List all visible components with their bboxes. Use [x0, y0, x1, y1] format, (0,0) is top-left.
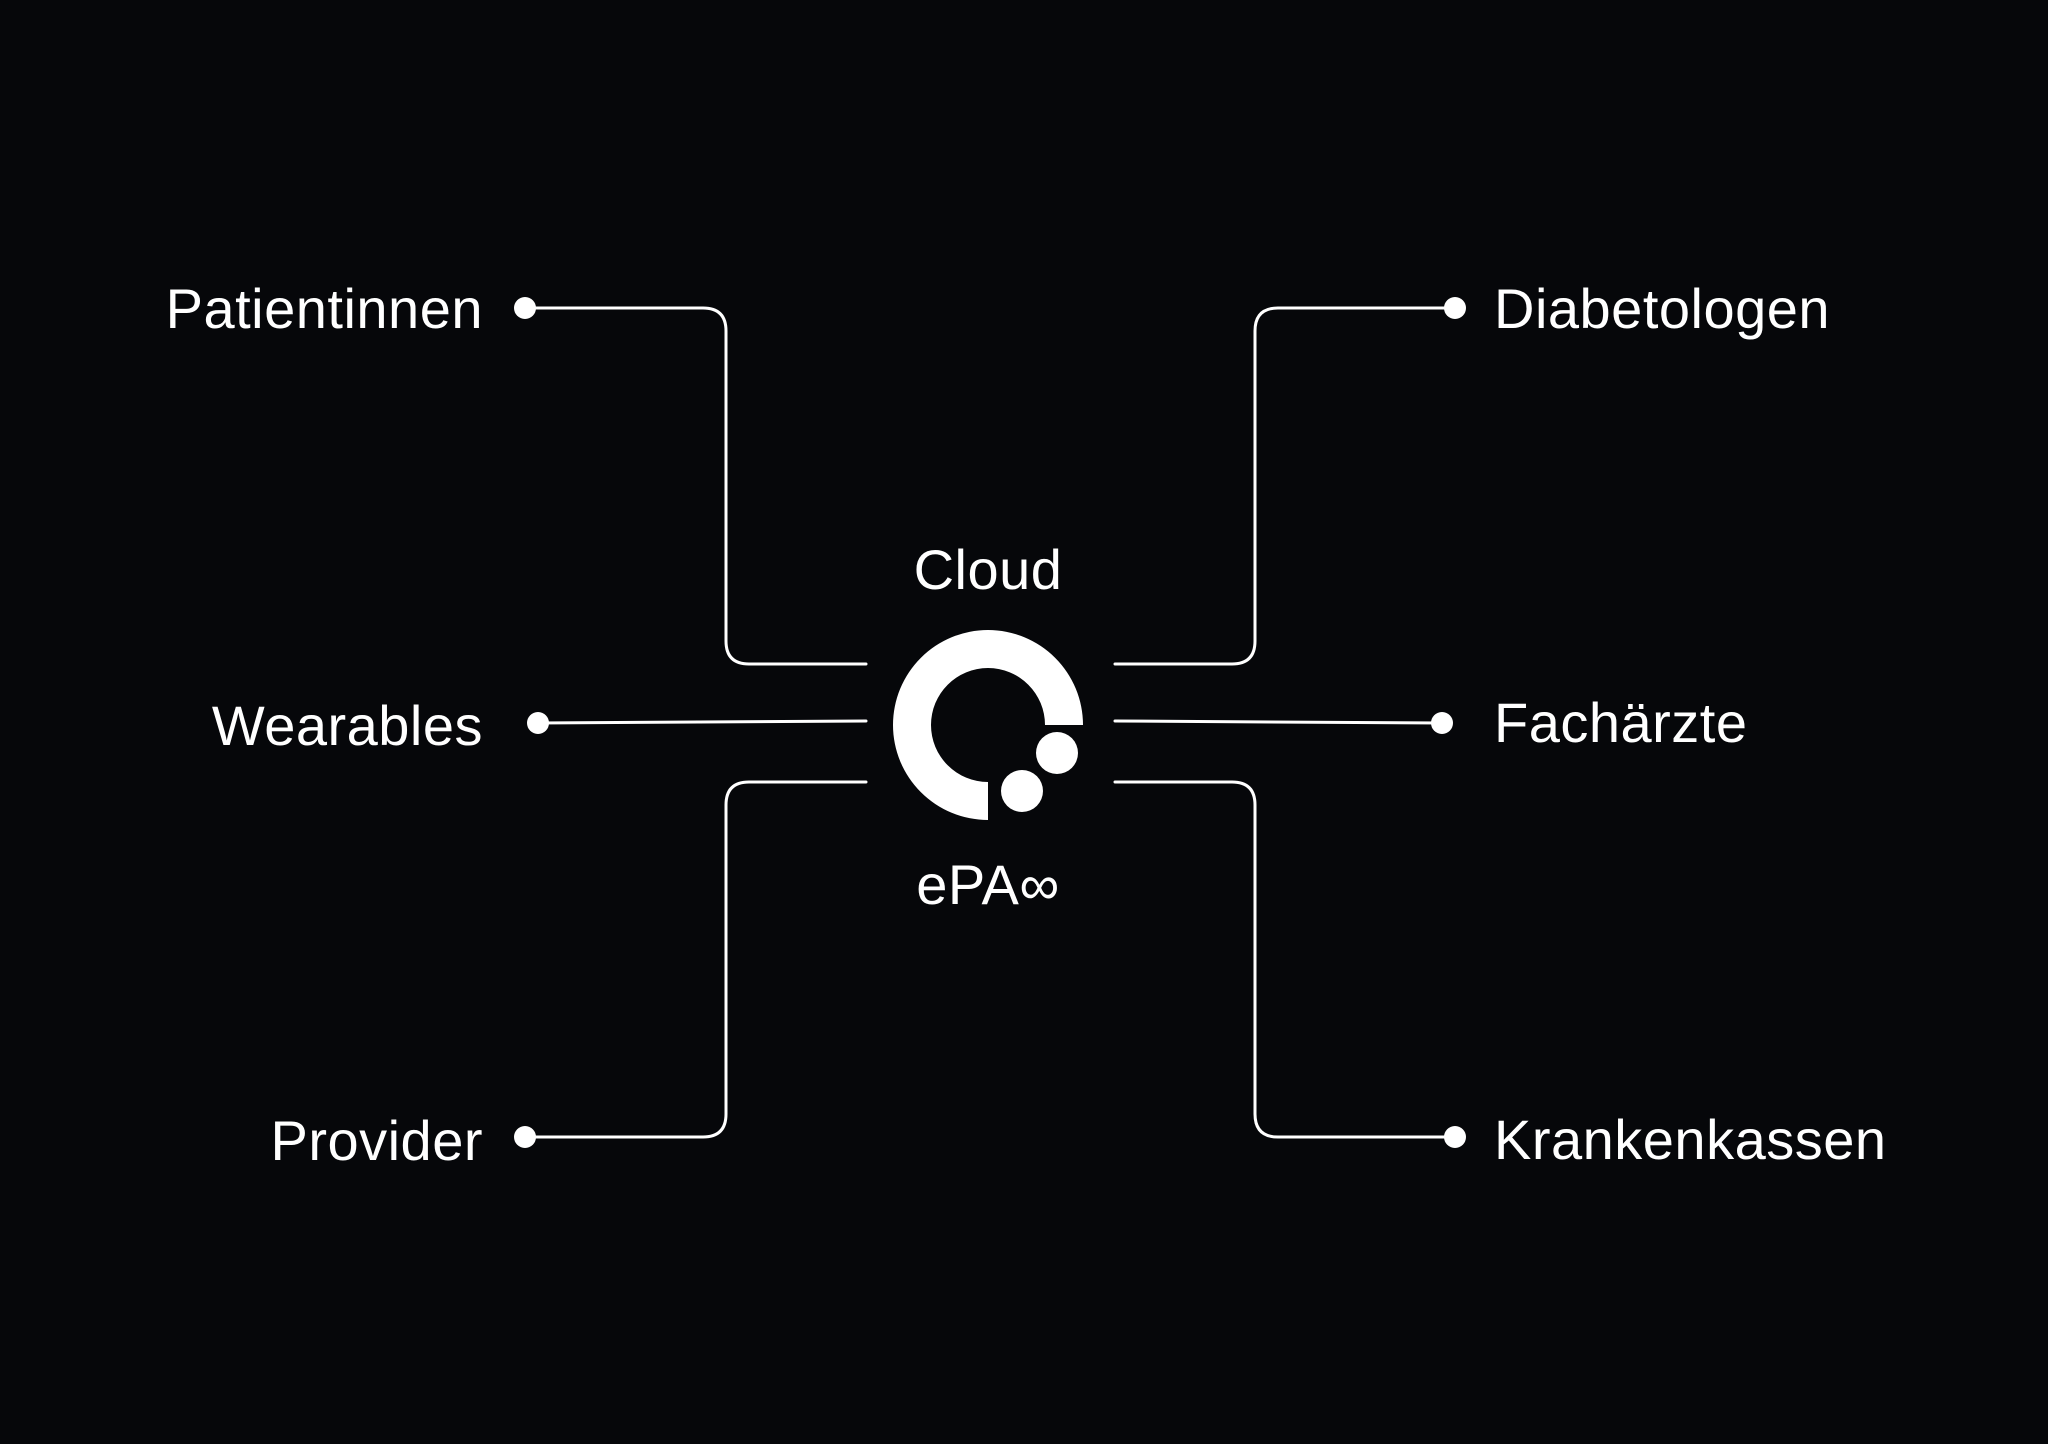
connector-wearables	[536, 719, 868, 725]
node-dot-diabetologen	[1444, 297, 1466, 319]
hub-top-label: Cloud	[913, 538, 1063, 601]
node-label-diabetologen: Diabetologen	[1494, 277, 1831, 340]
connector-diabetologen	[1113, 306, 1457, 666]
node-label-provider: Provider	[270, 1109, 483, 1172]
node-label-wearables: Wearables	[211, 694, 483, 757]
hub-bottom-label: ePA∞	[916, 853, 1060, 916]
connector-krankenkassen	[1113, 780, 1457, 1139]
node-label-patientinnen: Patientinnen	[165, 277, 483, 340]
connector-fachaerzte	[1113, 719, 1444, 725]
node-dot-krankenkassen	[1444, 1126, 1466, 1148]
epa-ring-logo-icon	[893, 630, 1083, 820]
connector-provider	[523, 780, 868, 1139]
connector-patientinnen	[523, 306, 868, 666]
node-dot-fachaerzte	[1431, 712, 1453, 734]
node-dot-provider	[514, 1126, 536, 1148]
node-dot-wearables	[527, 712, 549, 734]
node-label-krankenkassen: Krankenkassen	[1494, 1108, 1887, 1171]
node-label-fachaerzte: Fachärzte	[1494, 691, 1748, 754]
node-dot-patientinnen	[514, 297, 536, 319]
